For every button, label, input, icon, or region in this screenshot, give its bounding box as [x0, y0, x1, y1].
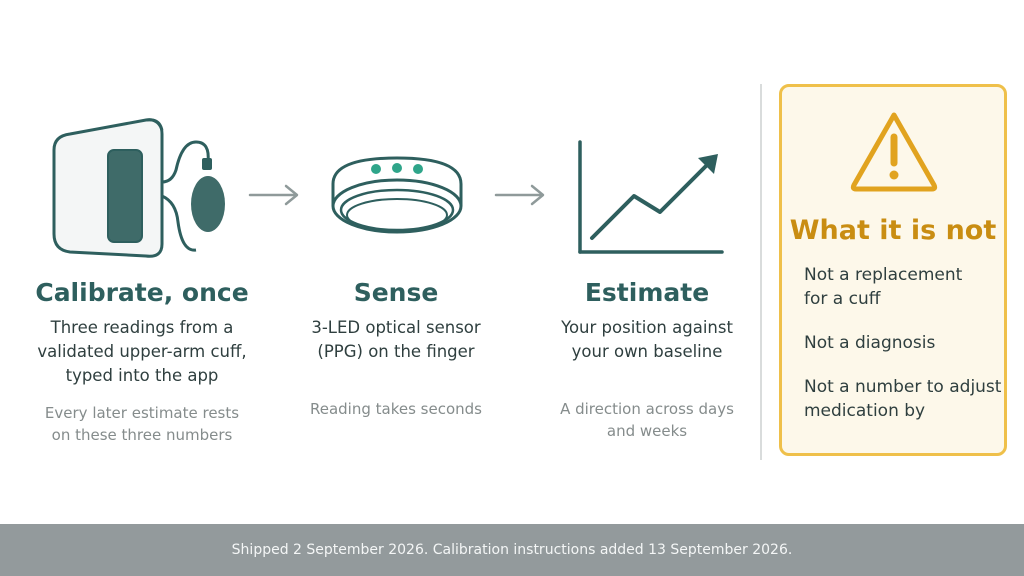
step-sense: Sense 3-LED optical sensor (PPG) on the … [283, 278, 509, 420]
footer-note: Shipped 2 September 2026. Calibration in… [0, 524, 1024, 576]
limitation-item: Not a replacement for a cuff [804, 265, 963, 309]
limitation-item: Not a diagnosis [804, 333, 936, 353]
smart-ring-icon [331, 156, 463, 234]
limitations-list: Not a replacement for a cuff Not a diagn… [804, 263, 1004, 443]
step-description: Three readings from a validated upper-ar… [37, 318, 247, 385]
warning-triangle-icon [850, 112, 938, 192]
limitations-title: What it is not [789, 215, 997, 246]
arrow-right-icon [494, 184, 545, 206]
arrow-right-icon [248, 184, 299, 206]
step-title: Calibrate, once [35, 278, 249, 307]
trend-chart-icon [578, 140, 724, 254]
section-divider [760, 84, 762, 460]
step-estimate: Estimate Your position against your own … [532, 278, 762, 442]
step-note: Every later estimate rests on these thre… [44, 404, 240, 444]
step-description: 3-LED optical sensor (PPG) on the finger [311, 318, 481, 361]
step-calibrate: Calibrate, once Three readings from a va… [14, 278, 270, 446]
limitation-item: Not a number to adjust medication by [804, 377, 1002, 421]
step-title: Sense [353, 278, 439, 307]
step-title: Estimate [584, 278, 710, 307]
step-description: Your position against your own baseline [561, 318, 733, 361]
step-note: A direction across days and weeks [560, 400, 734, 440]
limitations-panel: What it is not Not a replacement for a c… [779, 84, 1007, 456]
step-note: Reading takes seconds [309, 400, 482, 418]
blood-pressure-cuff-icon [52, 118, 225, 258]
